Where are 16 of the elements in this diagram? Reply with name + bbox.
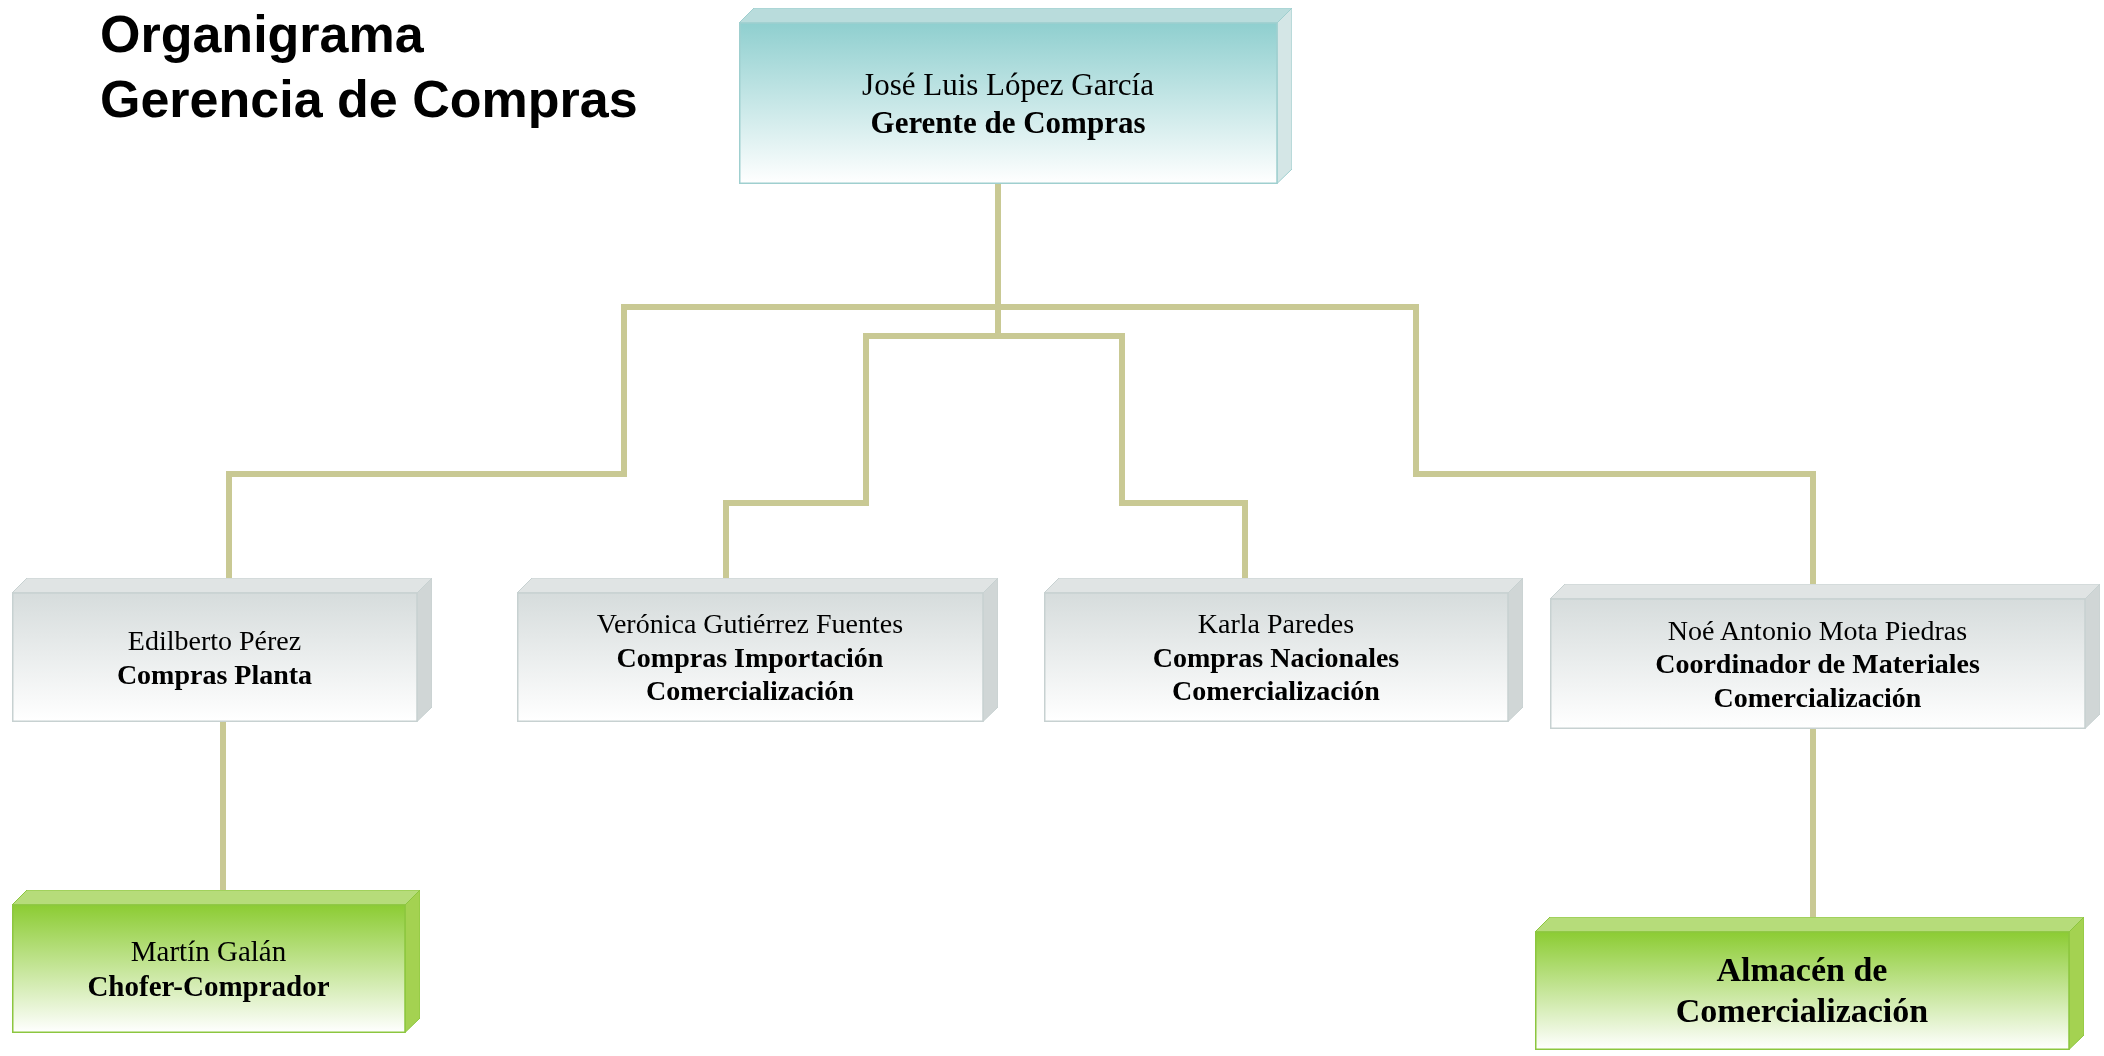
job-title: Chofer-Comprador: [87, 969, 330, 1004]
diagram-title: Organigrama Gerencia de Compras: [100, 4, 639, 130]
job-title: Compras Planta: [116, 657, 313, 692]
job-title: Gerente de Compras: [870, 103, 1146, 141]
job-title: Compras Importación Comercialización: [615, 640, 885, 708]
job-title: Coordinador de Materiales Comercialización: [1654, 647, 1981, 715]
person-name: José Luis López García: [862, 66, 1154, 104]
person-name: Martín Galán: [130, 934, 287, 969]
person-name: Karla Paredes: [1197, 607, 1355, 641]
job-title: Almacén de Comercialización: [1674, 950, 1930, 1031]
person-name: Verónica Gutiérrez Fuentes: [596, 607, 904, 641]
connector-line: [1810, 729, 1816, 920]
connector-line: [220, 722, 226, 893]
person-name: Edilberto Pérez: [127, 623, 302, 658]
person-name: Noé Antonio Mota Piedras: [1667, 613, 1968, 648]
job-title: Compras Nacionales Comercialización: [1151, 640, 1401, 708]
